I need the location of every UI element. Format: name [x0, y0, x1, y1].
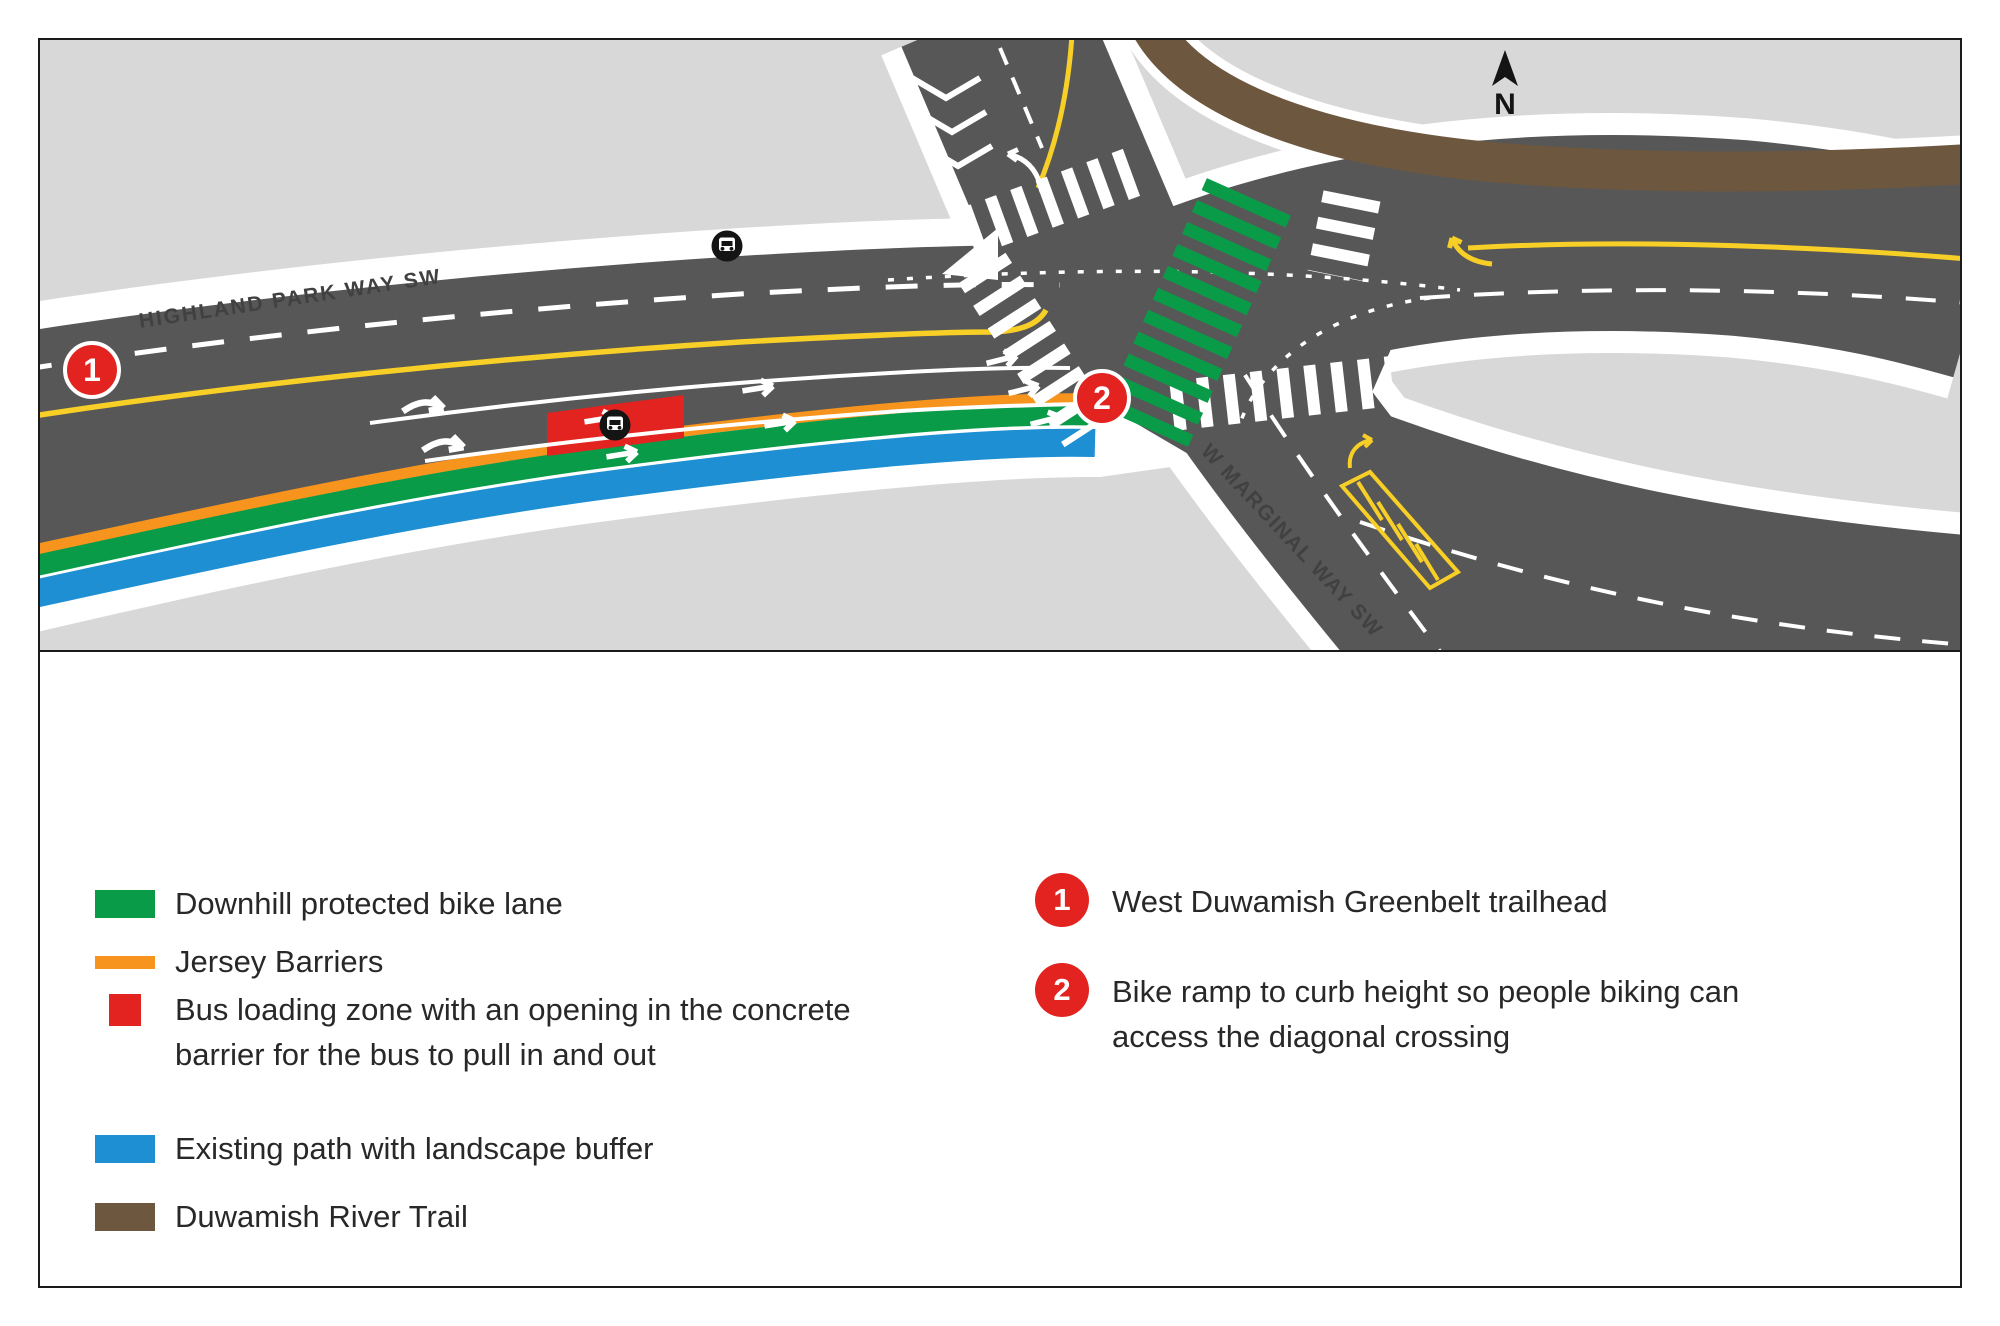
center-dashed-line [40, 281, 1061, 370]
duwamish-river-trail [1135, 40, 1960, 192]
legend-note-1: 1 West Duwamish Greenbelt trailhead [1035, 873, 1608, 927]
blue-swatch [95, 1135, 155, 1164]
map-marker-2: 2 [1073, 369, 1131, 427]
legend-item-label: Bus loading zone with an opening in the … [175, 992, 851, 1072]
lane-markings-north-leg [910, 40, 1075, 193]
yellow-turn-arrow [1447, 235, 1493, 267]
yellow-turn-arrow [1347, 433, 1374, 469]
bus-stop-icon [599, 409, 631, 441]
legend-item-bus-loading-zone: Bus loading zone with an opening in the … [95, 988, 855, 1078]
legend-item-label: Duwamish River Trail [175, 1199, 468, 1234]
landscape-buffer-path [40, 428, 1096, 607]
yellow-hatched-zone [1338, 433, 1462, 591]
bus-stop-icon [711, 230, 743, 262]
legend: Downhill protected bike lane Jersey Barr… [40, 652, 1960, 1286]
note-text: West Duwamish Greenbelt trailhead [1112, 884, 1608, 919]
map-marker-1: 1 [63, 341, 121, 399]
red-square-swatch [109, 994, 141, 1026]
crosswalk [958, 252, 1112, 448]
chevron [910, 75, 982, 102]
legend-item-existing-path: Existing path with landscape buffer [95, 1127, 654, 1172]
lane-line [424, 402, 1081, 463]
crosswalks [958, 146, 1395, 448]
north-arrow-label: N [1494, 88, 1516, 121]
road-highland-park-way [40, 245, 1270, 545]
figure-frame: HIGHLAND PARK WAY SW W MARGINAL WAY SW N… [38, 38, 1962, 1288]
yellow-line [1467, 241, 1960, 261]
dashed-lane-line [1419, 288, 1960, 305]
lane-markings-northeast-leg [1419, 235, 1960, 305]
legend-item-river-trail: Duwamish River Trail [95, 1195, 468, 1240]
green-swatch [95, 890, 155, 919]
protected-bike-lane [40, 404, 1096, 576]
brown-swatch [95, 1203, 155, 1232]
orange-line-swatch [95, 955, 155, 969]
legend-note-2: 2 Bike ramp to curb height so people bik… [1035, 963, 1772, 1060]
note-marker-1: 1 [1035, 873, 1089, 927]
legend-item-label: Existing path with landscape buffer [175, 1131, 654, 1166]
crosswalk [959, 146, 1147, 256]
lane-line [369, 365, 1071, 425]
intersection-map: HIGHLAND PARK WAY SW W MARGINAL WAY SW N… [40, 40, 1960, 652]
note-marker-2: 2 [1035, 963, 1089, 1017]
legend-item-jersey-barriers: Jersey Barriers [95, 940, 383, 985]
lane-markings-south-legs [1243, 373, 1960, 650]
dashed-lane-line [1359, 520, 1960, 647]
note-text: Bike ramp to curb height so people bikin… [1112, 974, 1740, 1054]
svg-text:1: 1 [83, 352, 101, 388]
diagonal-bike-crossing [1103, 171, 1295, 447]
painted-island [942, 228, 998, 280]
chevron [922, 143, 994, 170]
note-marker-number: 2 [1053, 972, 1071, 1007]
legend-item-label: Downhill protected bike lane [175, 886, 563, 921]
svg-text:2: 2 [1093, 380, 1111, 416]
dashed-lane-line [1243, 373, 1442, 650]
map-canvas: HIGHLAND PARK WAY SW W MARGINAL WAY SW N… [40, 40, 1960, 650]
north-arrow: N [1492, 50, 1518, 121]
crosswalk [1169, 356, 1395, 431]
chevron [916, 109, 988, 136]
yellow-edge-line [1035, 40, 1075, 189]
legend-item-label: Jersey Barriers [175, 944, 384, 979]
road-north-leg [901, 40, 1179, 292]
note-marker-number: 1 [1053, 882, 1071, 917]
north-arrow-icon [1492, 50, 1518, 86]
legend-item-bike-lane: Downhill protected bike lane [95, 882, 563, 927]
